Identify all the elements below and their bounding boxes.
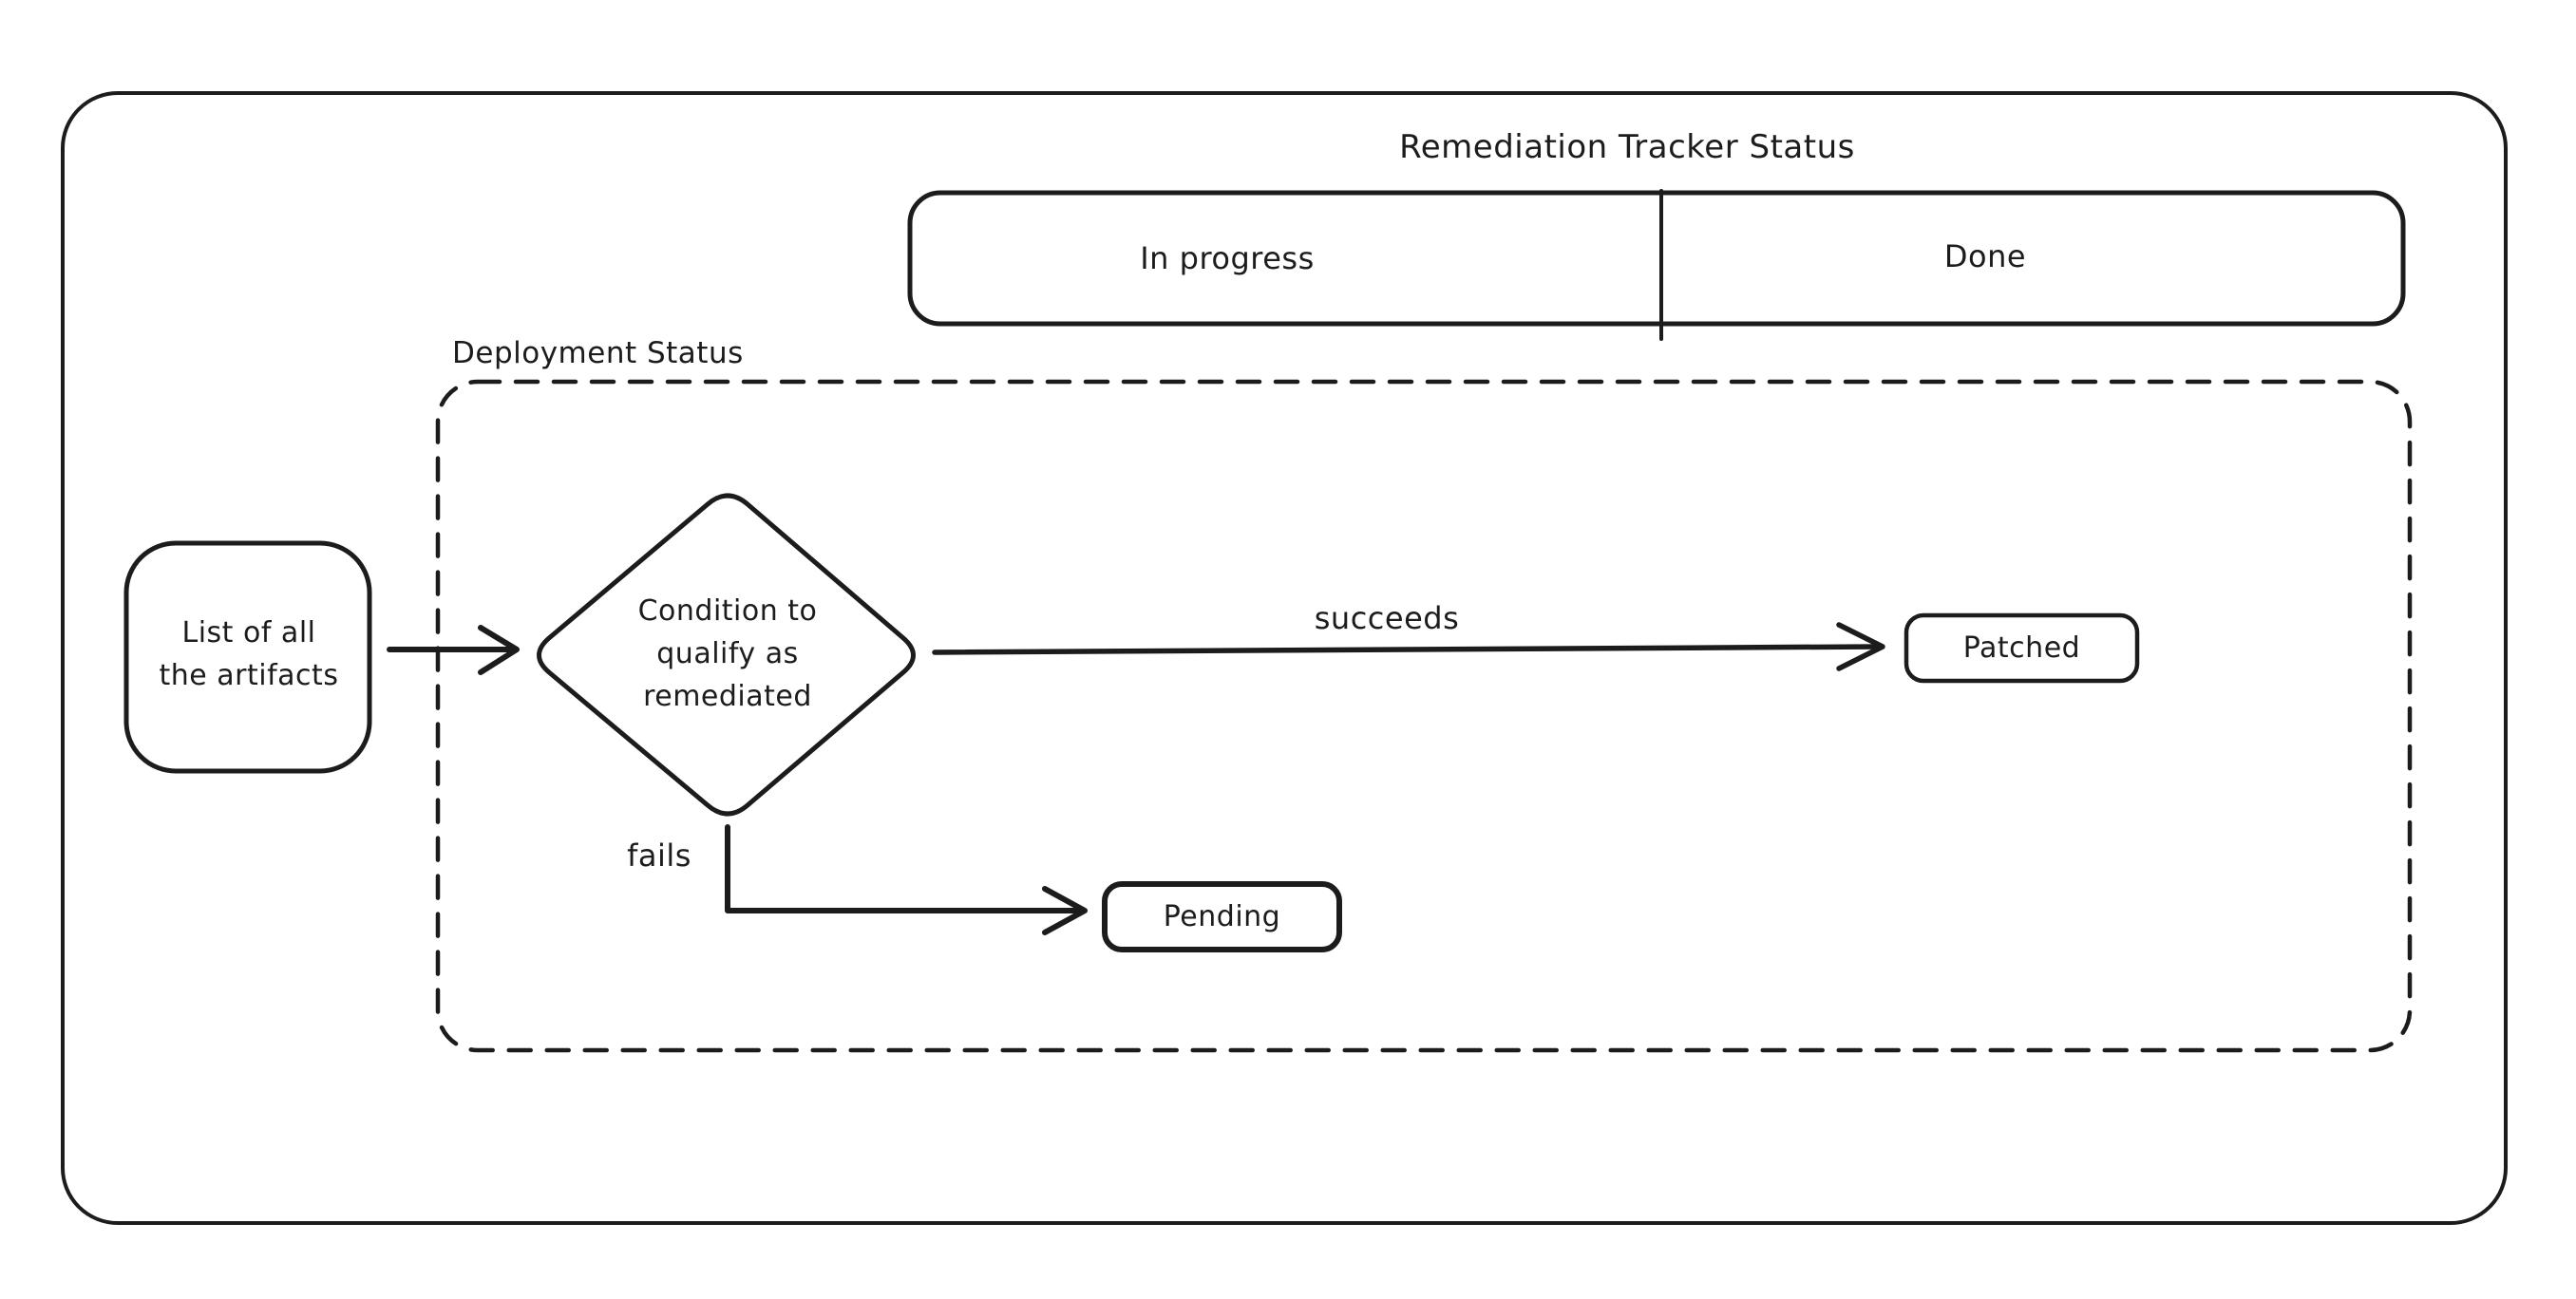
arrow-succeeds — [932, 644, 1882, 655]
pending-node-shape — [1102, 881, 1342, 952]
condition-diamond-label-line3: remediated — [643, 680, 812, 713]
tracker-bar — [907, 190, 2406, 327]
condition-diamond-shape — [537, 493, 916, 817]
artifacts-node-label: List of all the artifacts — [106, 612, 391, 697]
outer-frame — [61, 91, 2508, 1225]
tracker-cell-in-progress: In progress — [1140, 240, 1315, 276]
pending-node-label: Pending — [1163, 900, 1281, 933]
patched-node-label: Patched — [1962, 631, 2081, 665]
arrow-artifacts-to-condition-head — [478, 625, 520, 675]
deployment-group-boundary — [435, 379, 2413, 1053]
condition-diamond-label-line1: Condition to — [637, 594, 818, 628]
edge-label-fails: fails — [627, 838, 691, 874]
condition-diamond-label: Condition to qualify as remediated — [585, 590, 870, 718]
artifacts-node-label-line2: the artifacts — [159, 659, 339, 692]
arrow-fails-head — [1042, 886, 1088, 935]
diagram-title: Remediation Tracker Status — [1399, 128, 1855, 166]
condition-diamond-label-line2: qualify as — [656, 637, 799, 670]
edge-label-succeeds: succeeds — [1314, 600, 1460, 636]
arrow-fails — [725, 824, 1084, 913]
patched-node-shape — [1904, 612, 2140, 684]
deployment-group-label: Deployment Status — [452, 336, 744, 370]
arrow-succeeds-head — [1836, 622, 1885, 671]
artifacts-node-shape — [123, 540, 372, 774]
tracker-cell-done: Done — [1943, 238, 2027, 274]
artifacts-node-label-line1: List of all — [181, 616, 316, 650]
